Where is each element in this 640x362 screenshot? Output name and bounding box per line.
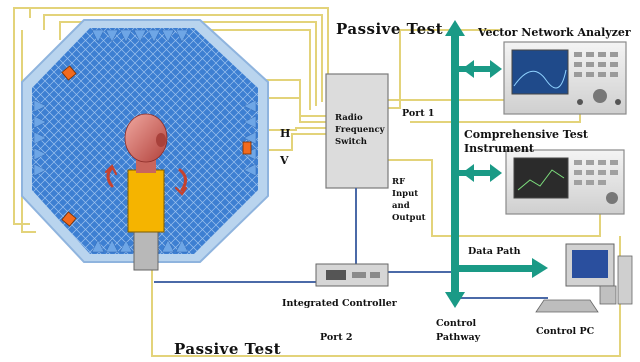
- port1-label: Port 1: [402, 108, 435, 119]
- rf-io-label-1: RF: [392, 177, 405, 187]
- rf-switch-label-1: Radio: [335, 113, 363, 123]
- data-path-label: Data Path: [468, 246, 521, 257]
- probe-top-left: [61, 65, 77, 81]
- integrated-controller-label: Integrated Controller: [282, 298, 398, 309]
- passive-test-bottom-label: Passive Test: [174, 340, 281, 358]
- anechoic-chamber: [21, 19, 269, 271]
- rf-io-label-4: Output: [392, 213, 426, 223]
- control-pathway-label-2: Pathway: [436, 332, 481, 343]
- control-pc: [535, 243, 633, 313]
- vector-network-analyzer: [503, 41, 627, 115]
- phantom-head: [124, 113, 168, 173]
- probe-bottom-left: [61, 211, 77, 227]
- turntable-pole: [133, 229, 159, 271]
- data-bus: [445, 20, 548, 308]
- rf-switch-label-3: Switch: [335, 137, 367, 147]
- rf-io-label-2: Input: [392, 189, 418, 199]
- rf-switch: Radio Frequency Switch: [325, 73, 389, 189]
- port2-label: Port 2: [320, 332, 353, 343]
- probe-right: [242, 141, 252, 155]
- rf-io-label-3: and: [392, 201, 410, 211]
- h-polarization-label: H: [280, 127, 290, 140]
- v-polarization-label: V: [279, 154, 289, 167]
- vna-label: Vector Network Analyzer: [477, 26, 631, 39]
- rf-switch-label-2: Frequency: [335, 125, 386, 135]
- device-under-test: [127, 169, 165, 233]
- control-pathway-label-1: Control: [436, 318, 477, 329]
- control-pc-label: Control PC: [536, 326, 595, 337]
- cti-label-line2: Instrument: [464, 142, 535, 155]
- comprehensive-test-instrument: [505, 149, 625, 215]
- passive-test-top-label: Passive Test: [336, 20, 443, 38]
- integrated-controller: [315, 263, 389, 287]
- cti-label-line1: Comprehensive Test: [464, 128, 589, 141]
- rotation-arrows: [104, 164, 188, 196]
